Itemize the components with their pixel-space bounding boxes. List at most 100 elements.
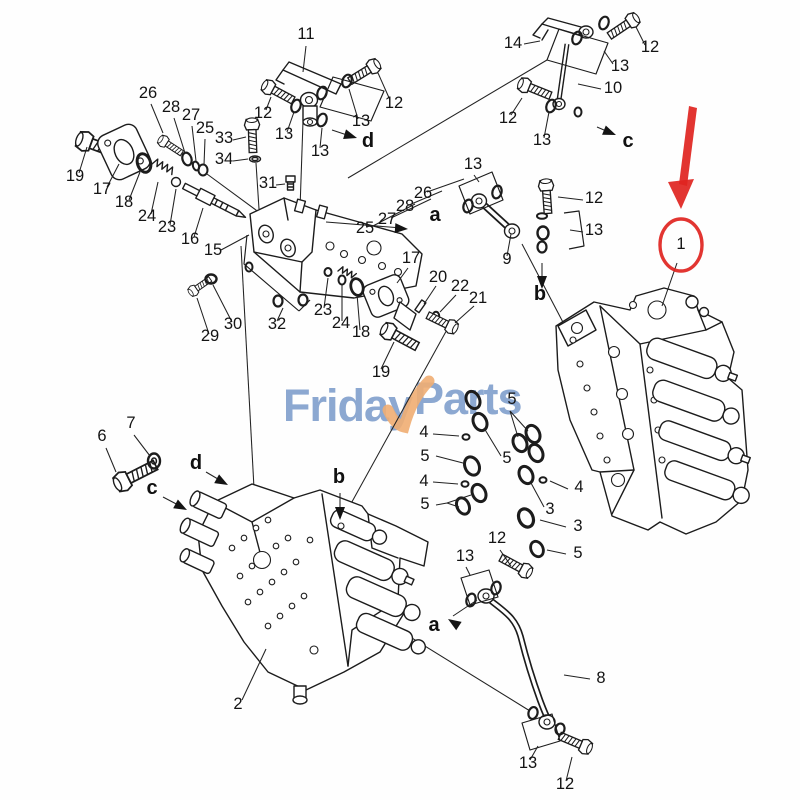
part-label-21: 21 (469, 289, 487, 307)
spring-24 (151, 158, 174, 176)
bracket-plate (393, 301, 417, 331)
part-label-18: 18 (115, 193, 133, 211)
part-label-23: 23 (314, 301, 332, 319)
part-label-5: 5 (502, 449, 511, 467)
part-label-10: 10 (604, 79, 622, 97)
seat-23 (170, 176, 182, 188)
part-label-12: 12 (641, 38, 659, 56)
part-label-32: 32 (268, 315, 286, 333)
part-label-8: 8 (596, 669, 605, 687)
bolt-12 (604, 9, 643, 43)
part-label-24: 24 (138, 207, 156, 225)
part-label-3: 3 (545, 500, 554, 518)
part-label-6: 6 (97, 427, 106, 445)
bolt-holes (569, 336, 666, 488)
part-label-28: 28 (396, 197, 414, 215)
flange-17 (362, 274, 410, 318)
plug-31 (285, 175, 296, 191)
part-label-4: 4 (574, 478, 583, 496)
red-circle-highlight (658, 217, 704, 273)
part-label-33: 33 (215, 129, 233, 147)
part-label-13: 13 (456, 547, 474, 565)
part-label-13: 13 (585, 221, 603, 239)
part-label-14: 14 (504, 34, 522, 52)
part-label-13: 13 (533, 131, 551, 149)
part-label-19: 19 (372, 363, 390, 381)
watermark: Friday Parts (283, 373, 523, 434)
pin-20 (414, 299, 427, 314)
part-label-30: 30 (224, 315, 242, 333)
part-label-23: 23 (158, 218, 176, 236)
part-label-13: 13 (611, 57, 629, 75)
part-label-7: 7 (126, 414, 135, 432)
check-swoosh-icon (382, 375, 435, 434)
part-label-27: 27 (378, 210, 396, 228)
direction-arrows (162, 125, 618, 631)
part-label-12: 12 (254, 104, 272, 122)
connection-label-a: a (428, 614, 440, 636)
red-arrow-head (668, 179, 694, 209)
part-label-4: 4 (419, 472, 428, 490)
part-label-2: 2 (233, 695, 242, 713)
part-label-19: 19 (66, 167, 84, 185)
part-label-12: 12 (556, 775, 574, 793)
bolt-19 (376, 319, 423, 356)
part-label-15: 15 (204, 241, 222, 259)
part-label-4: 4 (419, 423, 428, 441)
part-label-17: 17 (402, 249, 420, 267)
part-label-13: 13 (464, 155, 482, 173)
connection-label-c: c (622, 130, 633, 152)
connection-label-d: d (190, 452, 202, 474)
part-label-3: 3 (573, 517, 582, 535)
part-label-26: 26 (414, 184, 432, 202)
bolt-12 (496, 550, 536, 582)
part-label-5: 5 (420, 495, 429, 513)
part-label-16: 16 (181, 230, 199, 248)
spool-16 (181, 182, 247, 219)
screw-26 (155, 132, 186, 159)
part-label-29: 29 (201, 327, 219, 345)
connection-label-a: a (429, 204, 441, 226)
red-highlight (658, 106, 704, 273)
connection-label-d: d (362, 130, 374, 152)
part-label-18: 18 (352, 323, 370, 341)
mid-subassembly (362, 274, 461, 356)
o-rings (135, 15, 610, 736)
spring (337, 266, 358, 279)
pipe-8-assembly (477, 550, 596, 758)
plug-29 (185, 273, 214, 299)
part-label-13: 13 (311, 142, 329, 160)
part-label-24: 24 (332, 314, 350, 332)
part-label-25: 25 (356, 219, 374, 237)
part-label-13: 13 (352, 112, 370, 130)
part-label-25: 25 (196, 119, 214, 137)
rod-10 (552, 43, 570, 111)
red-arrow-shaft (679, 106, 697, 186)
part-label-12: 12 (488, 529, 506, 547)
connection-label-c: c (146, 477, 157, 499)
part-label-13: 13 (519, 754, 537, 772)
part-label-26: 26 (139, 84, 157, 102)
part-label-11: 11 (297, 25, 314, 43)
part-label-20: 20 (429, 268, 447, 286)
part-label-13: 13 (275, 125, 293, 143)
part-label-12: 12 (499, 109, 517, 127)
washer-7 (146, 452, 162, 470)
control-valve-body-1 (555, 287, 751, 535)
part-label-5: 5 (507, 390, 516, 408)
part-label-28: 28 (162, 98, 180, 116)
connection-label-b: b (333, 466, 345, 488)
part-label-12: 12 (385, 94, 403, 112)
connection-label-b: b (534, 283, 546, 305)
bolt-33 (243, 116, 262, 154)
part-label-31: 31 (259, 174, 277, 192)
part-label-27: 27 (182, 106, 200, 124)
bolt-holes (228, 516, 345, 655)
part-label-12: 12 (585, 189, 603, 207)
bolt-12 (537, 177, 557, 215)
part-label-34: 34 (215, 150, 233, 168)
part-label-5: 5 (573, 544, 582, 562)
part-label-1: 1 (676, 235, 685, 253)
